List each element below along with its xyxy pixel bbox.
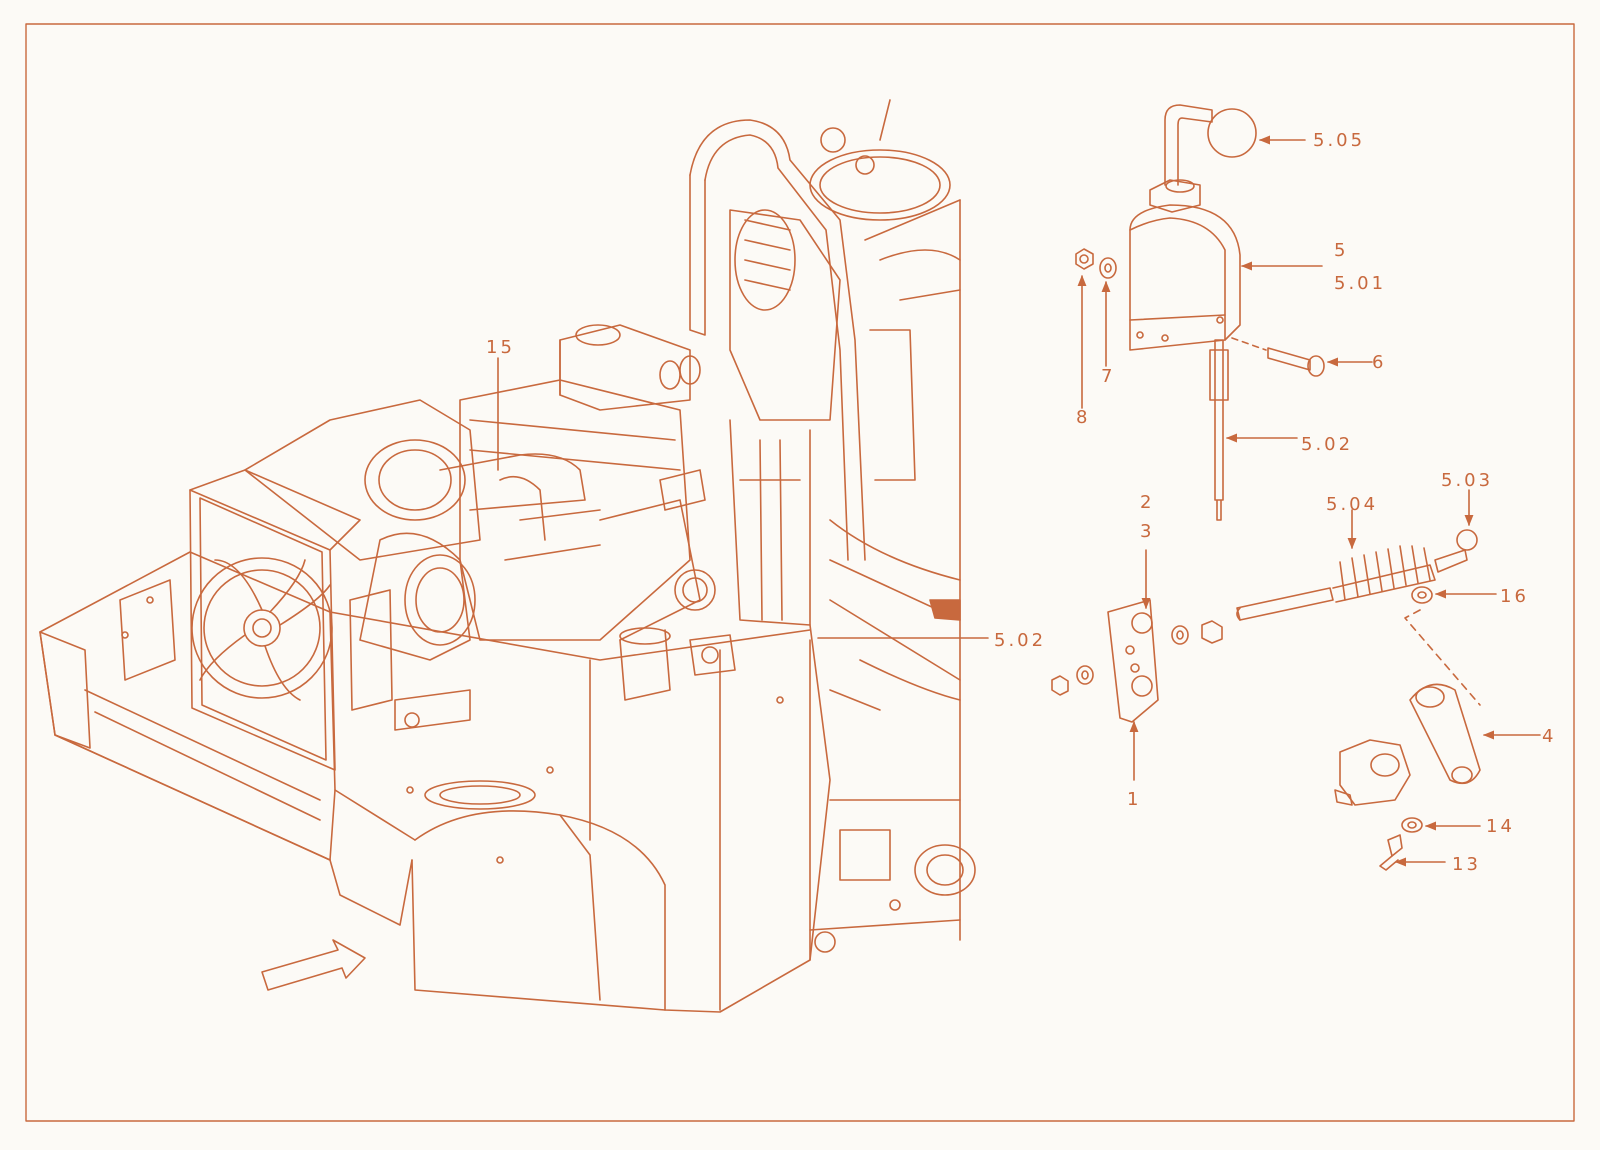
washer-right — [1171, 625, 1189, 645]
callout-1: 1 — [1127, 789, 1141, 810]
lever-arm-4 — [1409, 683, 1481, 785]
callout-5-05: 5.05 — [1313, 130, 1365, 151]
chassis-frame — [39, 551, 811, 1013]
callout-3: 3 — [1140, 521, 1154, 542]
control-cable — [1236, 529, 1478, 621]
callout-7: 7 — [1101, 366, 1115, 387]
callout-5-04: 5.04 — [1326, 494, 1378, 515]
callout-6: 6 — [1372, 352, 1386, 373]
leader-lines — [497, 135, 1541, 867]
radiator-fan — [189, 469, 361, 771]
washer-16 — [1411, 586, 1433, 604]
bolt-13 — [1387, 834, 1403, 857]
callout-5-03: 5.03 — [1441, 470, 1493, 491]
callout-5-02-shaft: 5.02 — [1301, 434, 1353, 455]
engine-block — [244, 324, 736, 731]
lever-shaft — [1214, 339, 1224, 521]
cab-structure — [689, 99, 976, 961]
callout-labels: 5.05 5 5.01 6 7 8 5.02 5.03 5.04 2 3 16 … — [486, 130, 1556, 875]
direction-arrow-icon — [261, 939, 366, 991]
nut-right — [1201, 620, 1223, 644]
nut-8 — [1075, 248, 1094, 270]
callout-15: 15 — [486, 337, 515, 358]
lever-housing — [1129, 179, 1241, 351]
callout-8: 8 — [1076, 407, 1090, 428]
bolt-6 — [1267, 347, 1311, 371]
callout-5-01: 5.01 — [1334, 273, 1386, 294]
machine-illustration — [39, 99, 976, 1013]
callout-16: 16 — [1500, 586, 1529, 607]
callout-2: 2 — [1140, 492, 1154, 513]
callout-14: 14 — [1486, 816, 1515, 837]
cable-clamp — [1334, 739, 1411, 806]
bracket-1 — [1107, 599, 1159, 723]
callout-5: 5 — [1334, 240, 1348, 261]
washer-7 — [1099, 257, 1117, 279]
callout-5-02-machine: 5.02 — [994, 630, 1046, 651]
lever-rod — [1164, 104, 1213, 186]
lever-knob — [1207, 108, 1257, 158]
page-border — [25, 23, 1575, 1122]
callout-13: 13 — [1452, 854, 1481, 875]
callout-4: 4 — [1542, 726, 1556, 747]
washer-14 — [1401, 817, 1423, 833]
nut-left — [1051, 675, 1069, 696]
exploded-parts: 5.05 5 5.01 6 7 8 5.02 5.03 5.04 2 3 16 … — [486, 104, 1556, 875]
